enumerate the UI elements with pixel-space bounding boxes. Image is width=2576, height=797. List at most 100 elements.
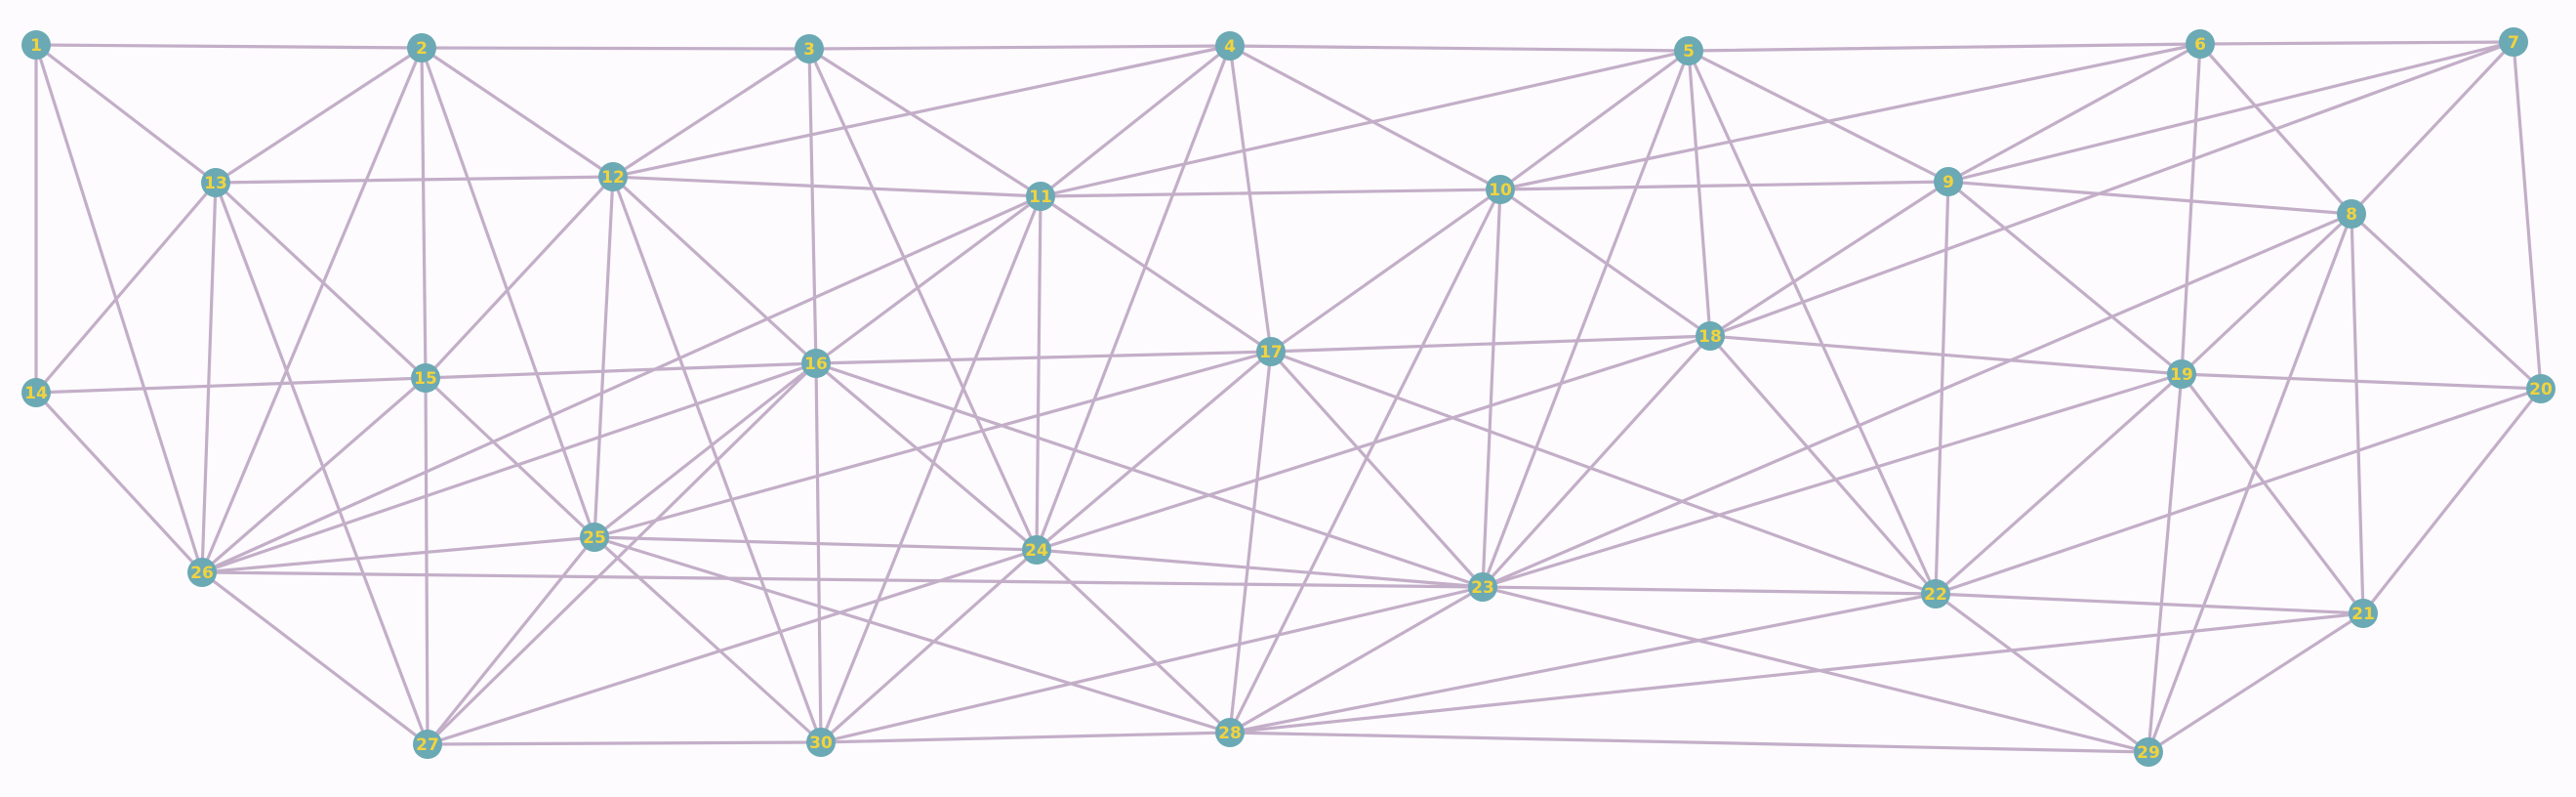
edge-8-23	[1481, 212, 2353, 589]
edge-20-21	[2361, 387, 2543, 615]
node-9: 9	[1934, 167, 1963, 196]
node-20: 20	[2526, 374, 2556, 403]
edge-2-13	[214, 46, 424, 185]
edge-11-26	[200, 194, 1043, 574]
node-25: 25	[580, 523, 609, 552]
node-circle	[21, 378, 51, 407]
node-label: 20	[2529, 380, 2553, 399]
node-circle	[580, 523, 609, 552]
node-circle	[806, 728, 836, 757]
edge-13-14	[34, 181, 218, 395]
edge-20-22	[1934, 387, 2543, 596]
node-label: 30	[809, 734, 833, 753]
edge-24-27	[426, 548, 1039, 746]
node-circle	[801, 349, 831, 378]
edge-15-25	[424, 376, 596, 539]
node-label: 9	[1942, 173, 1954, 192]
node-23: 23	[1468, 572, 1497, 602]
node-27: 27	[413, 730, 442, 759]
node-26: 26	[187, 558, 217, 587]
node-11: 11	[1026, 182, 1055, 211]
edge-9-10	[1498, 180, 1950, 191]
edge-1-26	[34, 43, 204, 574]
edge-8-9	[1946, 180, 2353, 216]
node-label: 2	[416, 39, 428, 59]
edge-17-23	[1269, 350, 1485, 589]
edge-25-30	[593, 535, 823, 744]
edge-9-22	[1934, 180, 1950, 596]
node-label: 1	[30, 36, 42, 56]
edge-11-16	[814, 194, 1043, 365]
edge-3-16	[807, 47, 818, 365]
node-3: 3	[795, 34, 824, 63]
node-label: 8	[2346, 205, 2357, 225]
edge-17-18	[1269, 334, 1712, 354]
node-5: 5	[1674, 36, 1703, 65]
edge-15-16	[424, 361, 818, 380]
node-15: 15	[411, 363, 440, 393]
edge-28-29	[1228, 731, 2150, 754]
edge-16-30	[814, 361, 823, 744]
node-circle	[1022, 535, 1051, 565]
edge-18-19	[1708, 334, 2184, 376]
node-label: 6	[2194, 35, 2206, 55]
node-circle	[187, 558, 217, 587]
node-circle	[407, 33, 436, 63]
node-28: 28	[1215, 718, 1245, 747]
node-circle	[2167, 359, 2196, 389]
edge-18-24	[1035, 334, 1712, 552]
node-10: 10	[1486, 175, 1515, 204]
edge-24-28	[1035, 548, 1232, 734]
edge-16-24	[814, 361, 1039, 552]
node-label: 17	[1259, 343, 1283, 362]
edge-4-10	[1228, 44, 1502, 191]
edge-18-22	[1708, 334, 1938, 596]
node-circle	[1256, 337, 1286, 366]
node-circle	[2337, 199, 2366, 229]
node-circle	[413, 730, 442, 759]
edge-17-25	[593, 350, 1273, 539]
edge-2-3	[420, 46, 811, 51]
node-circle	[1468, 572, 1497, 602]
node-label: 15	[414, 369, 437, 389]
node-4: 4	[1215, 31, 1245, 61]
edge-25-26	[200, 535, 596, 574]
node-label: 10	[1489, 181, 1512, 200]
node-circle	[411, 363, 440, 393]
node-circle	[21, 30, 51, 60]
edge-25-28	[593, 535, 1232, 734]
edge-22-23	[1481, 585, 1938, 596]
node-label: 4	[1224, 37, 1236, 57]
node-circle	[201, 168, 230, 197]
edge-13-26	[200, 181, 218, 574]
edge-8-21	[2350, 212, 2365, 615]
node-6: 6	[2186, 29, 2215, 59]
node-16: 16	[801, 349, 831, 378]
node-circle	[1674, 36, 1703, 65]
edge-3-4	[807, 44, 1232, 51]
node-24: 24	[1022, 535, 1051, 565]
node-label: 13	[204, 174, 227, 193]
edge-10-23	[1481, 188, 1502, 589]
node-19: 19	[2167, 359, 2196, 389]
edge-16-25	[593, 361, 818, 539]
edge-11-17	[1039, 194, 1273, 354]
node-1: 1	[21, 30, 51, 60]
edge-14-26	[34, 391, 204, 574]
edge-22-29	[1934, 592, 2150, 754]
node-label: 27	[416, 735, 439, 755]
edge-23-24	[1035, 548, 1485, 589]
edge-13-15	[214, 181, 428, 380]
edge-17-28	[1228, 350, 1273, 734]
edge-21-29	[2147, 611, 2365, 754]
node-label: 11	[1029, 188, 1052, 207]
edge-2-12	[420, 46, 615, 179]
node-circle	[1921, 579, 1950, 608]
edge-5-6	[1687, 42, 2202, 53]
node-circle	[1486, 175, 1515, 204]
edge-6-7	[2198, 40, 2515, 46]
node-circle	[598, 162, 628, 191]
node-circle	[1215, 718, 1245, 747]
node-label: 29	[2137, 743, 2160, 763]
